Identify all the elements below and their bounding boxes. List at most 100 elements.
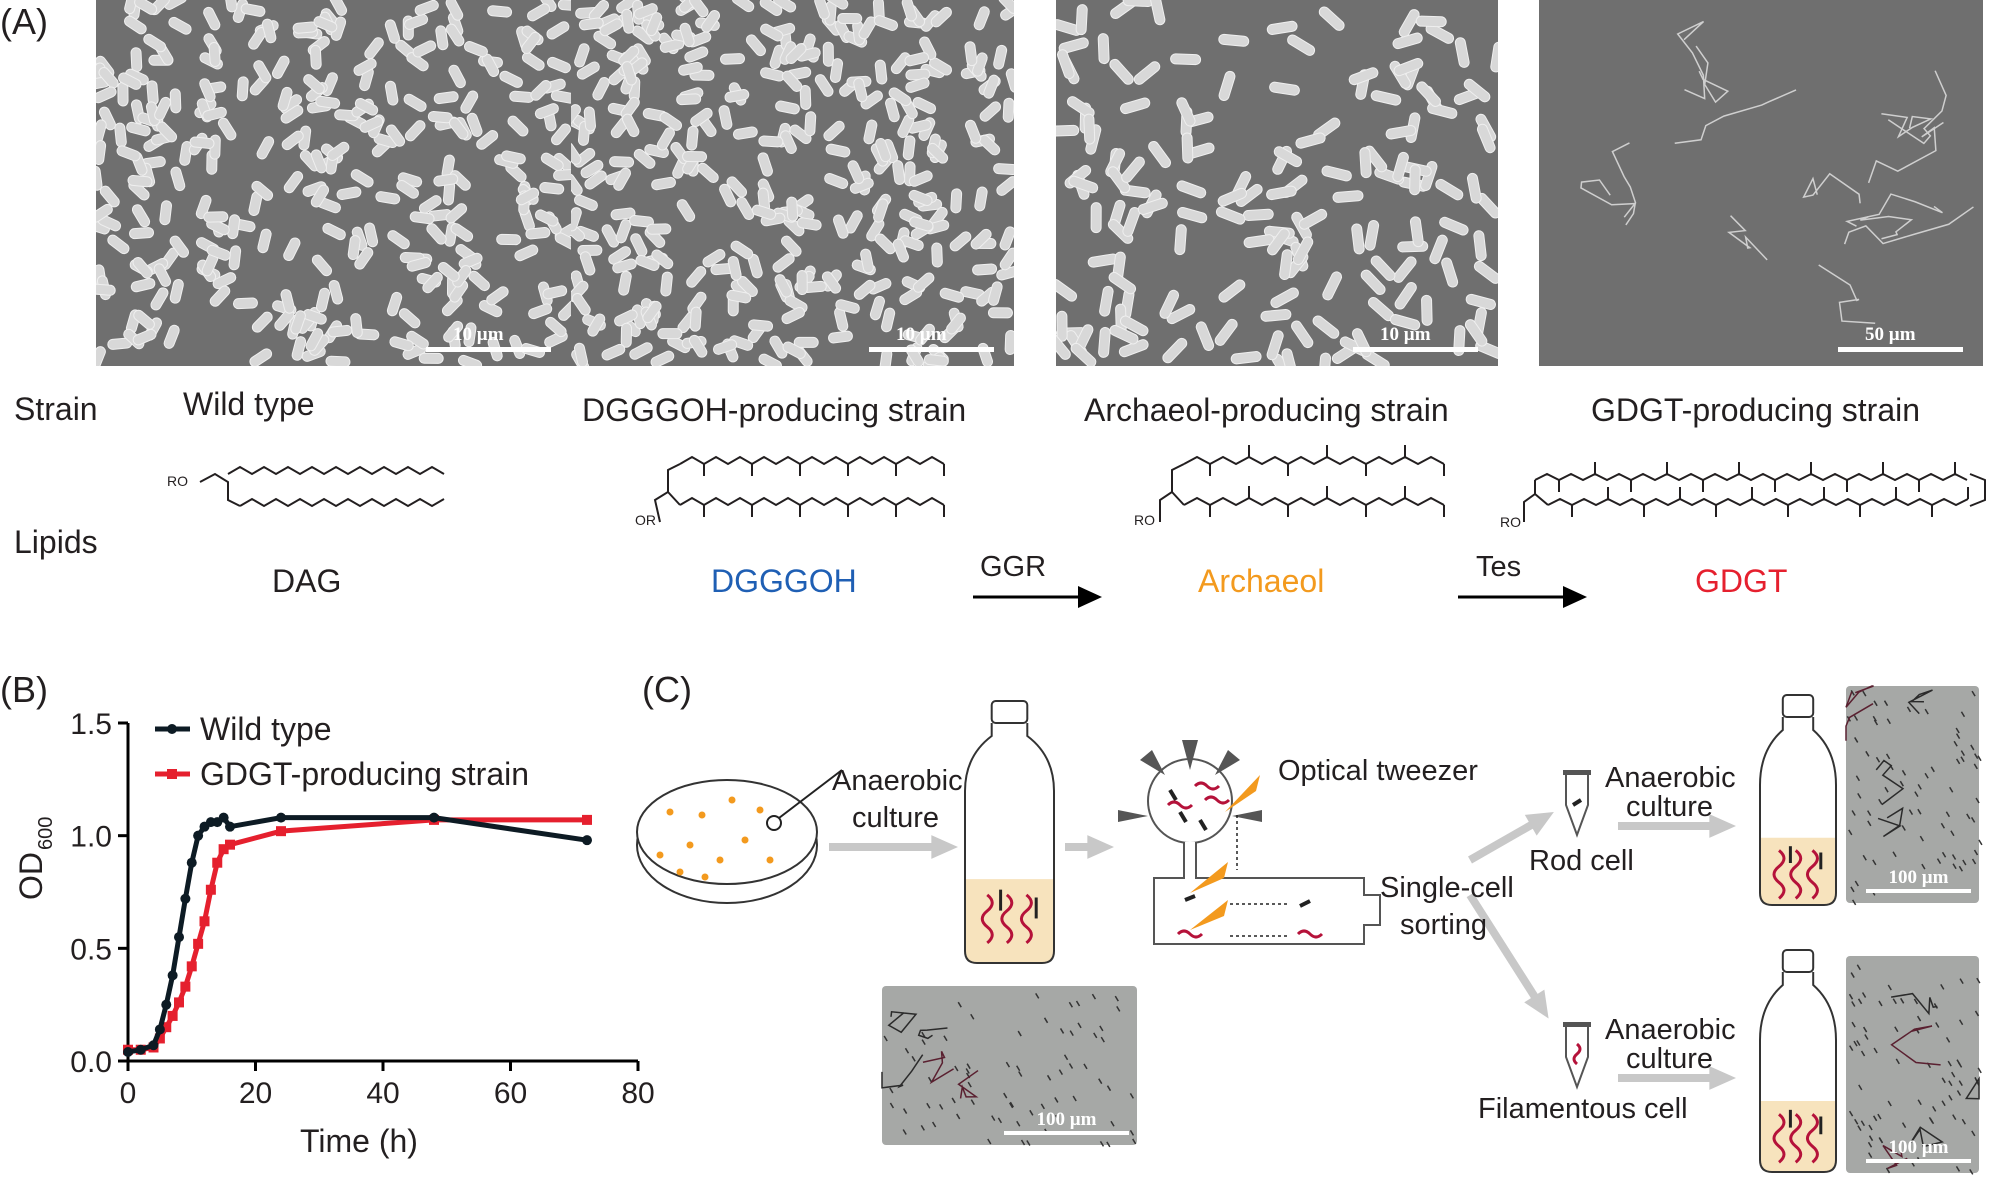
cell-rod (283, 237, 301, 261)
cell (1883, 700, 1889, 707)
cell-rod (359, 116, 384, 133)
cell (1975, 797, 1980, 804)
cell-rod (904, 52, 930, 67)
cell-rod (697, 162, 719, 183)
cell-rod (1004, 329, 1014, 355)
cell-rod (163, 324, 180, 349)
cell-rod (676, 199, 696, 222)
cell-rod (832, 214, 849, 239)
cell-rod (912, 272, 935, 293)
cell-rod (403, 93, 427, 112)
cell (1917, 808, 1922, 815)
cell (1894, 1026, 1899, 1033)
cell (1848, 993, 1854, 1000)
cell-rod (347, 235, 361, 261)
culture-medium (965, 879, 1054, 963)
cell-rod (1421, 294, 1433, 326)
cell-rod (325, 355, 351, 366)
bottle-icon-filament (1759, 949, 1837, 1173)
filament (1890, 1025, 1941, 1066)
colony-dot (686, 841, 694, 849)
arrow-to-rod (1468, 816, 1542, 864)
cell-rod (1090, 202, 1102, 234)
cell-rod (458, 252, 483, 270)
cell-rod (354, 98, 379, 116)
cell-rod (309, 44, 322, 70)
optical-tweezer-beam-icon (1190, 900, 1228, 930)
ro-label-dag: RO (167, 473, 188, 489)
cell (911, 1055, 916, 1062)
cell-rod (759, 0, 783, 16)
cell-rod (930, 6, 952, 28)
cell-rod (676, 93, 702, 106)
cell (1953, 740, 1958, 747)
cell-rod (1075, 4, 1088, 36)
lipid-name-dgggoh: DGGGOH (711, 563, 857, 599)
cell-rod (584, 170, 607, 190)
cell-rod (825, 0, 849, 10)
scale-bar-label: 50 µm (1865, 324, 1916, 345)
cell-rod (618, 45, 640, 67)
cell-rod (1409, 216, 1424, 248)
cell (1868, 1152, 1873, 1158)
cell (1848, 829, 1853, 836)
cell-rod (635, 254, 660, 271)
cell-rod (240, 3, 266, 17)
cell-rod (610, 207, 636, 221)
cell-rod (601, 224, 620, 248)
filament (881, 1054, 924, 1089)
cell-rod (1218, 279, 1246, 303)
cell-rod (153, 263, 172, 287)
cell-rod (1490, 41, 1498, 73)
cell (1848, 1110, 1854, 1117)
cell-rod (853, 279, 876, 300)
cell (1851, 810, 1856, 816)
cell-rod (1392, 32, 1423, 50)
cell-rod (554, 232, 571, 250)
cell-rod (571, 221, 585, 242)
cell-rod (578, 17, 604, 31)
cell (1860, 1120, 1866, 1127)
cell-rod (1476, 123, 1496, 154)
cell-rod (1295, 132, 1326, 149)
cell-rod (1269, 81, 1300, 96)
cell-rod (375, 191, 401, 205)
scale-bar (1004, 1131, 1129, 1135)
cell-rod (1121, 156, 1145, 183)
cell (1063, 1054, 1069, 1061)
cell-rod (315, 95, 341, 109)
cell-rod (1393, 58, 1424, 77)
cell (1077, 1022, 1082, 1029)
arrow-to-filament-head (1524, 989, 1549, 1019)
cell-rod (212, 272, 237, 290)
cell (1933, 1003, 1939, 1009)
cell (1853, 715, 1859, 721)
cell (1908, 809, 1914, 816)
cell (1974, 753, 1979, 759)
sem-image: 10 µm (571, 0, 1014, 366)
cell (1035, 992, 1040, 999)
cell-rod (557, 0, 571, 12)
lipid-name-dag: DAG (272, 563, 341, 599)
cell-rod (712, 339, 738, 355)
panel-label-a: (A) (0, 1, 48, 42)
cell-rod (946, 312, 966, 335)
cell-rod (939, 287, 965, 303)
data-point (154, 1024, 165, 1035)
data-point (205, 884, 216, 895)
cell-rod (540, 152, 564, 172)
cell-rod (386, 291, 403, 317)
cell-rod (1056, 333, 1071, 360)
filament (1843, 206, 1974, 245)
cell-rod (96, 165, 103, 191)
cell-rod (384, 19, 400, 44)
cell-rod (305, 328, 324, 352)
data-point (154, 1033, 165, 1044)
cell (1083, 1063, 1088, 1070)
cell-rod (927, 142, 949, 164)
filamentous-cell (1789, 849, 1803, 900)
cell-rod (530, 79, 552, 101)
cell (970, 1013, 975, 1020)
hydrocarbon-chain (239, 497, 445, 508)
cell (1851, 899, 1857, 906)
